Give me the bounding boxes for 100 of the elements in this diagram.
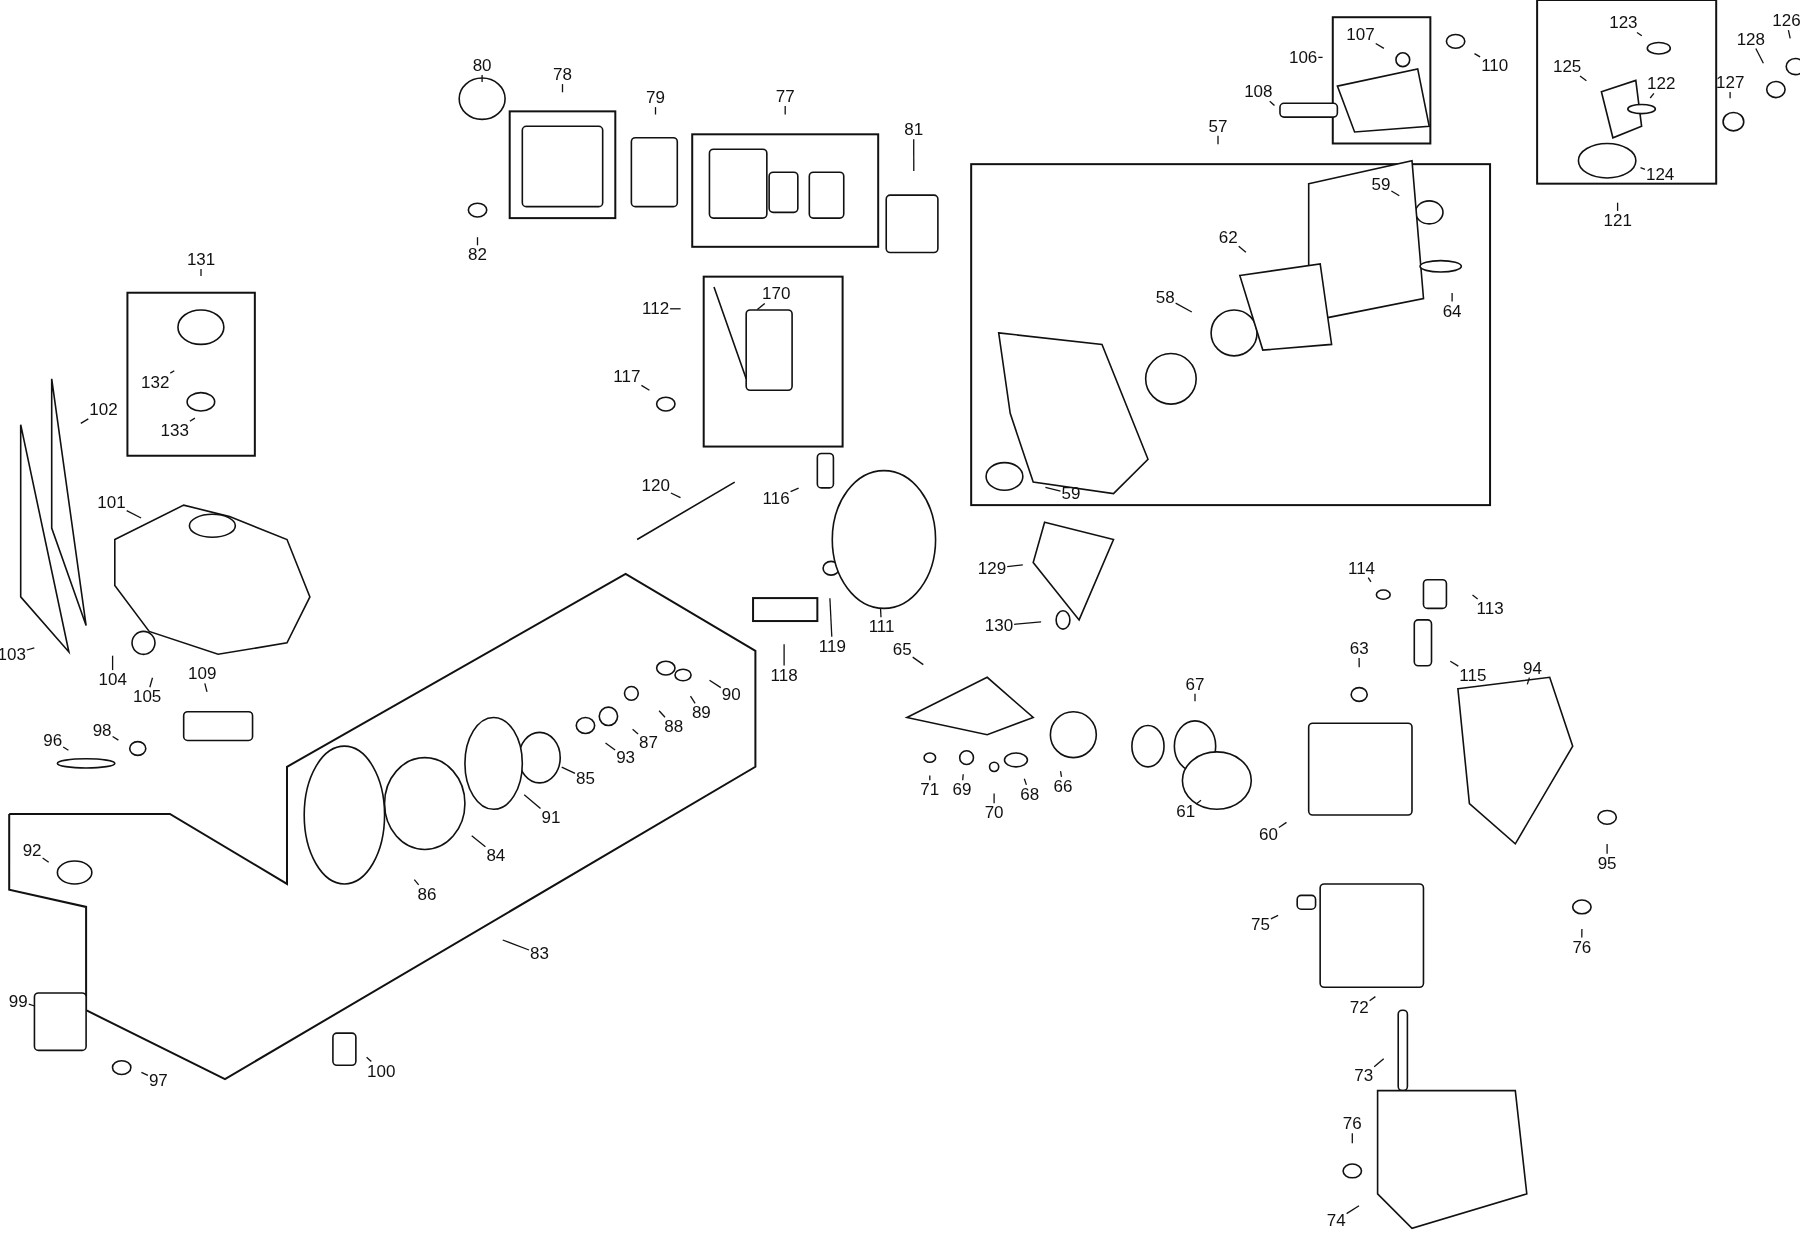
callout-number: 72 [1348,998,1370,1018]
leader-line [1473,52,1481,58]
callout-number: 79 [645,88,666,108]
leader-line [1375,42,1385,50]
callout-number: 104 [97,670,128,690]
leader-line [189,417,196,422]
leader-line [1238,245,1247,253]
leader-line [1367,577,1372,583]
leader-line [1059,770,1063,778]
leader-line [1579,75,1588,82]
leader-line [523,794,542,810]
callout-number: 93 [615,748,637,768]
callout-number: 127 [1714,73,1746,93]
callout-number: 117 [612,367,642,386]
callout-number: 96 [42,730,64,750]
leader-line [481,74,483,83]
callout-number: 66 [1052,776,1074,796]
callout-number: 73 [1353,1066,1375,1086]
leader-line [1373,1058,1385,1068]
callout-number: 111 [867,617,896,637]
leader-line [126,509,142,519]
callout-number: 92 [21,841,43,861]
leader-line [1449,660,1459,667]
leader-line [1471,594,1479,600]
leader-line [1787,29,1791,39]
callout-number: 132 [139,372,171,392]
leader-line [669,308,682,310]
leader-line [784,105,786,116]
callout-number: 122 [1646,74,1677,94]
callout-number: 98 [91,720,113,740]
callout-number: 95 [1596,853,1618,873]
callout-number: 74 [1325,1210,1347,1230]
callout-number: 128 [1735,29,1766,49]
callout-number: 115 [1458,665,1488,685]
leader-line [41,857,50,863]
callout-number: 94 [1522,658,1543,678]
leader-line [756,302,766,311]
leader-line [1358,657,1360,668]
callout-number: 65 [891,640,913,660]
callout-number: 58 [1154,287,1176,307]
leader-line [1270,914,1279,920]
callout-number: 88 [663,717,685,737]
leader-line [561,83,564,93]
callout-number: 114 [1346,558,1377,578]
leader-line [962,773,964,781]
callout-number: 124 [1644,165,1676,184]
leader-line [1368,995,1377,1002]
leader-line [204,682,208,693]
callout-number: 77 [774,86,796,106]
leader-line [829,597,833,638]
leader-line [80,418,89,425]
leader-line [1006,564,1024,568]
callout-number: 75 [1249,914,1271,934]
callout-number: 123 [1608,13,1639,33]
leader-line [502,939,530,951]
leader-line [1044,486,1062,492]
leader-line [1345,1205,1360,1215]
callout-number: 89 [690,703,712,723]
callout-number: 120 [640,476,671,496]
callout-number: 87 [638,733,659,753]
callout-number: 133 [159,421,190,440]
callout-number: 60 [1258,825,1279,845]
callout-number: 131 [185,249,217,269]
leader-line [1194,693,1196,702]
leader-line [604,742,616,751]
callout-number: 116 [761,488,791,508]
leader-line [1526,676,1531,686]
callout-number: 125 [1551,57,1583,77]
leader-line [471,835,487,848]
leader-line [1023,778,1028,786]
leader-line [783,643,785,667]
callout-number: 97 [147,1070,169,1090]
callout-number: 68 [1019,784,1041,804]
callout-number: 106 [1287,47,1319,67]
callout-number: 70 [983,803,1005,823]
leader-line [1451,292,1453,303]
leader-line [200,268,202,277]
callout-number: 113 [1475,598,1505,618]
leader-line [1195,799,1202,805]
leader-line [631,728,639,735]
leader-line [658,710,666,718]
leader-line [111,655,114,671]
callout-number: 85 [574,768,596,788]
callout-number: 119 [817,636,847,656]
leader-line [708,679,722,689]
leader-line [149,677,154,688]
callout-number: 80 [471,55,493,75]
leader-line [1351,1132,1353,1144]
leader-line [640,384,651,391]
callout-number: 63 [1348,639,1370,659]
callout-number: 69 [951,780,973,800]
callout-number: 84 [485,845,507,865]
callout-number: 67 [1184,674,1206,694]
callout-number: 121 [1602,210,1633,230]
callout-number: 107 [1345,24,1376,44]
callout-number: 101 [96,493,127,513]
callout-number: 59 [1060,484,1082,504]
callout-number: 126 [1771,11,1800,31]
leader-line [1606,843,1608,855]
callout-number: 129 [976,558,1008,578]
